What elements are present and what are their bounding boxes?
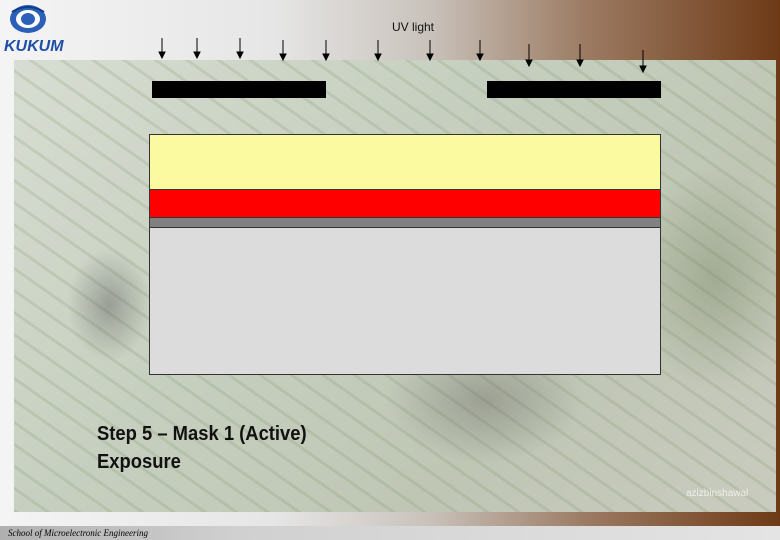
top-layer (150, 135, 660, 189)
uv-arrow (577, 44, 583, 66)
middle-layer (150, 189, 660, 218)
uv-arrow (194, 38, 200, 58)
caption-line-1: Step 5 – Mask 1 (Active) (97, 420, 307, 448)
photomask-right (487, 81, 661, 98)
uv-arrow (640, 50, 646, 72)
wafer-layer-stack (149, 134, 661, 375)
uv-arrow (477, 40, 483, 60)
watermark-text: azizbinshawal (686, 488, 748, 499)
uv-arrow (323, 40, 329, 60)
uv-arrow (427, 40, 433, 60)
uv-arrow (280, 40, 286, 60)
uv-arrow (159, 38, 165, 58)
uv-arrows (0, 0, 780, 80)
thin-layer (150, 218, 660, 228)
uv-arrow (526, 44, 532, 66)
footer-text: School of Microelectronic Engineering (8, 528, 148, 538)
substrate (150, 228, 660, 374)
step-caption: Step 5 – Mask 1 (Active) Exposure (97, 420, 307, 476)
photomask-left (152, 81, 326, 98)
uv-arrow (237, 38, 243, 58)
uv-arrow (375, 40, 381, 60)
caption-line-2: Exposure (97, 448, 307, 476)
